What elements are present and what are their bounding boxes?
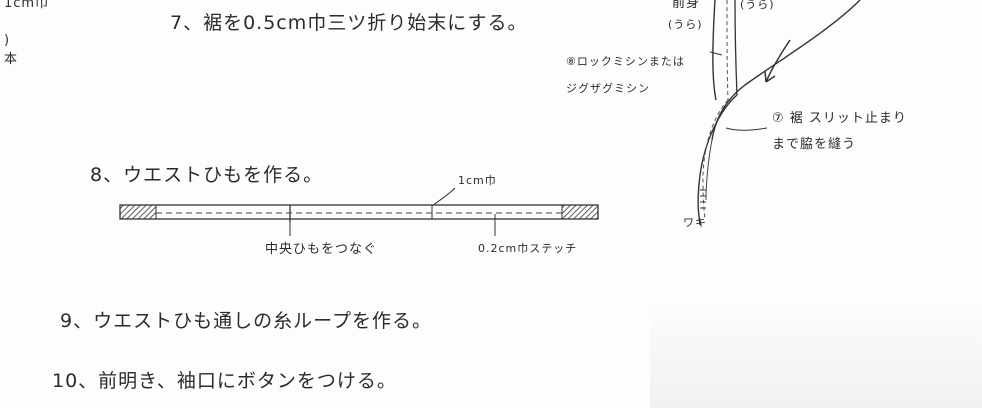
sewing-arrow	[765, 39, 791, 83]
tie-center-label: 中央ひもをつなぐ	[265, 242, 378, 257]
step-10-text: 10、前明き、袖口にボタンをつける。	[52, 370, 397, 392]
fragment-width-note: 1cm巾	[4, 0, 50, 11]
side-seam-dashed	[702, 99, 729, 221]
fragment-count: 本	[4, 52, 19, 67]
sew-leader	[725, 127, 768, 131]
front-inside-label: (うら)	[668, 18, 703, 31]
serger-leader	[709, 51, 723, 56]
sew-label-line2: まで脇を縫う	[772, 137, 857, 152]
fragment-paren: )	[4, 33, 11, 48]
sewing-arrowhead	[764, 70, 776, 83]
front-edge-line	[712, 0, 717, 101]
sew-label-line1: ⑦ 裾 スリット止まり	[772, 111, 907, 126]
serger-label-line1: ⑧ロックミシンまたは	[566, 55, 685, 68]
back-inside-label: (うら)	[740, 0, 775, 11]
tie-band	[119, 204, 599, 220]
page-shadow	[650, 300, 982, 408]
tie-end-right	[561, 204, 599, 220]
serger-label-line2: ジグザグミシン	[566, 82, 650, 95]
tie-width-label: 1cm巾	[458, 174, 497, 187]
step-9-text: 9、ウエストひも通しの糸ループを作る。	[60, 310, 432, 332]
step-8-text: 8、ウエストひもを作る。	[90, 164, 324, 186]
width-leader	[431, 187, 456, 207]
back-edge-line	[734, 0, 738, 96]
tie-stitch-label: 0.2cm巾ステッチ	[478, 242, 578, 255]
front-body-label: 前身	[672, 0, 701, 11]
overlock-edge	[705, 139, 713, 201]
step-7-text: 7、裾を0.5cm巾三ツ折り始末にする。	[170, 12, 528, 34]
side-seam-outer	[697, 94, 738, 226]
side-seam-label: ワキ	[683, 216, 707, 229]
tie-end-left	[119, 204, 157, 220]
zigzag-marks	[700, 189, 706, 209]
seam-line-top	[726, 0, 729, 101]
